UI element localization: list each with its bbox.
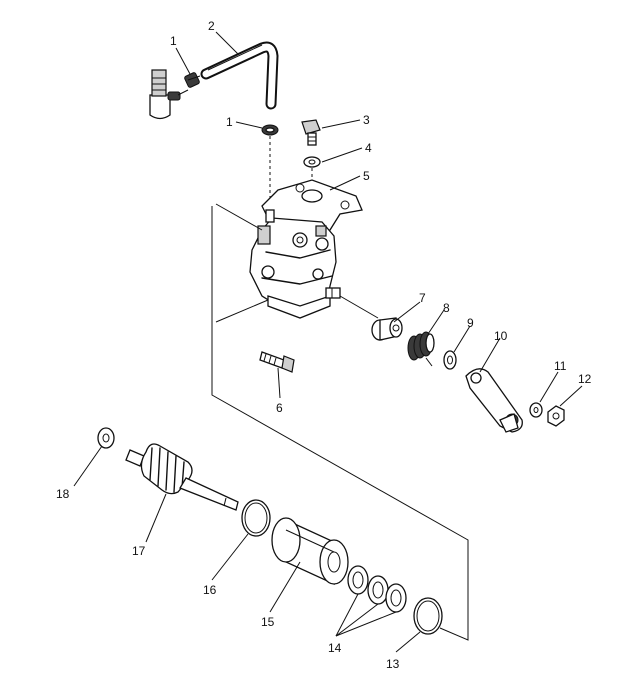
callout-1-upper: 1 <box>170 34 177 48</box>
oil-pump-body-part-5 <box>249 179 363 319</box>
callout-16: 16 <box>203 583 217 597</box>
leader-lines <box>73 31 583 653</box>
callout-7: 7 <box>419 291 426 305</box>
callout-4: 4 <box>365 141 372 155</box>
callout-14: 14 <box>328 641 342 655</box>
callout-5: 5 <box>363 169 370 183</box>
callout-18: 18 <box>56 487 70 501</box>
callout-15: 15 <box>261 615 275 629</box>
lock-washer-part-11 <box>529 402 543 418</box>
tank-fitting <box>149 69 189 120</box>
callout-10: 10 <box>494 329 508 343</box>
callout-6: 6 <box>276 401 283 415</box>
hose-part-2 <box>200 41 279 110</box>
callout-12: 12 <box>578 372 592 386</box>
callout-2: 2 <box>208 19 215 33</box>
callout-8: 8 <box>443 301 450 315</box>
callout-13: 13 <box>386 657 400 671</box>
clamp-part-1-lower <box>261 124 279 136</box>
screw-part-6 <box>259 351 295 373</box>
callout-labels: 1 2 1 3 4 5 7 8 9 10 6 11 12 18 17 16 15… <box>56 19 592 671</box>
bolt-part-3 <box>301 119 321 146</box>
shaft-alignment-line <box>339 295 379 319</box>
spring-part-8 <box>407 331 435 367</box>
assembly-reference-lines <box>211 203 469 641</box>
callout-9: 9 <box>467 316 474 330</box>
o-ring-part-16 <box>241 499 271 537</box>
nut-part-12 <box>547 405 565 427</box>
callout-11: 11 <box>554 359 567 373</box>
washer-part-4 <box>303 156 321 168</box>
callout-17: 17 <box>132 544 146 558</box>
washer-part-9 <box>443 350 457 370</box>
collar-part-7 <box>371 317 403 341</box>
callout-3: 3 <box>363 113 370 127</box>
o-ring-part-13 <box>413 597 443 635</box>
callout-1-lower: 1 <box>226 115 233 129</box>
clamp-part-1-upper <box>184 72 201 88</box>
drive-gear-shaft-part-17 <box>125 443 239 511</box>
washer-part-18 <box>97 427 115 449</box>
housing-sleeve-part-15 <box>271 517 349 586</box>
lever-arm-part-10 <box>465 368 523 433</box>
